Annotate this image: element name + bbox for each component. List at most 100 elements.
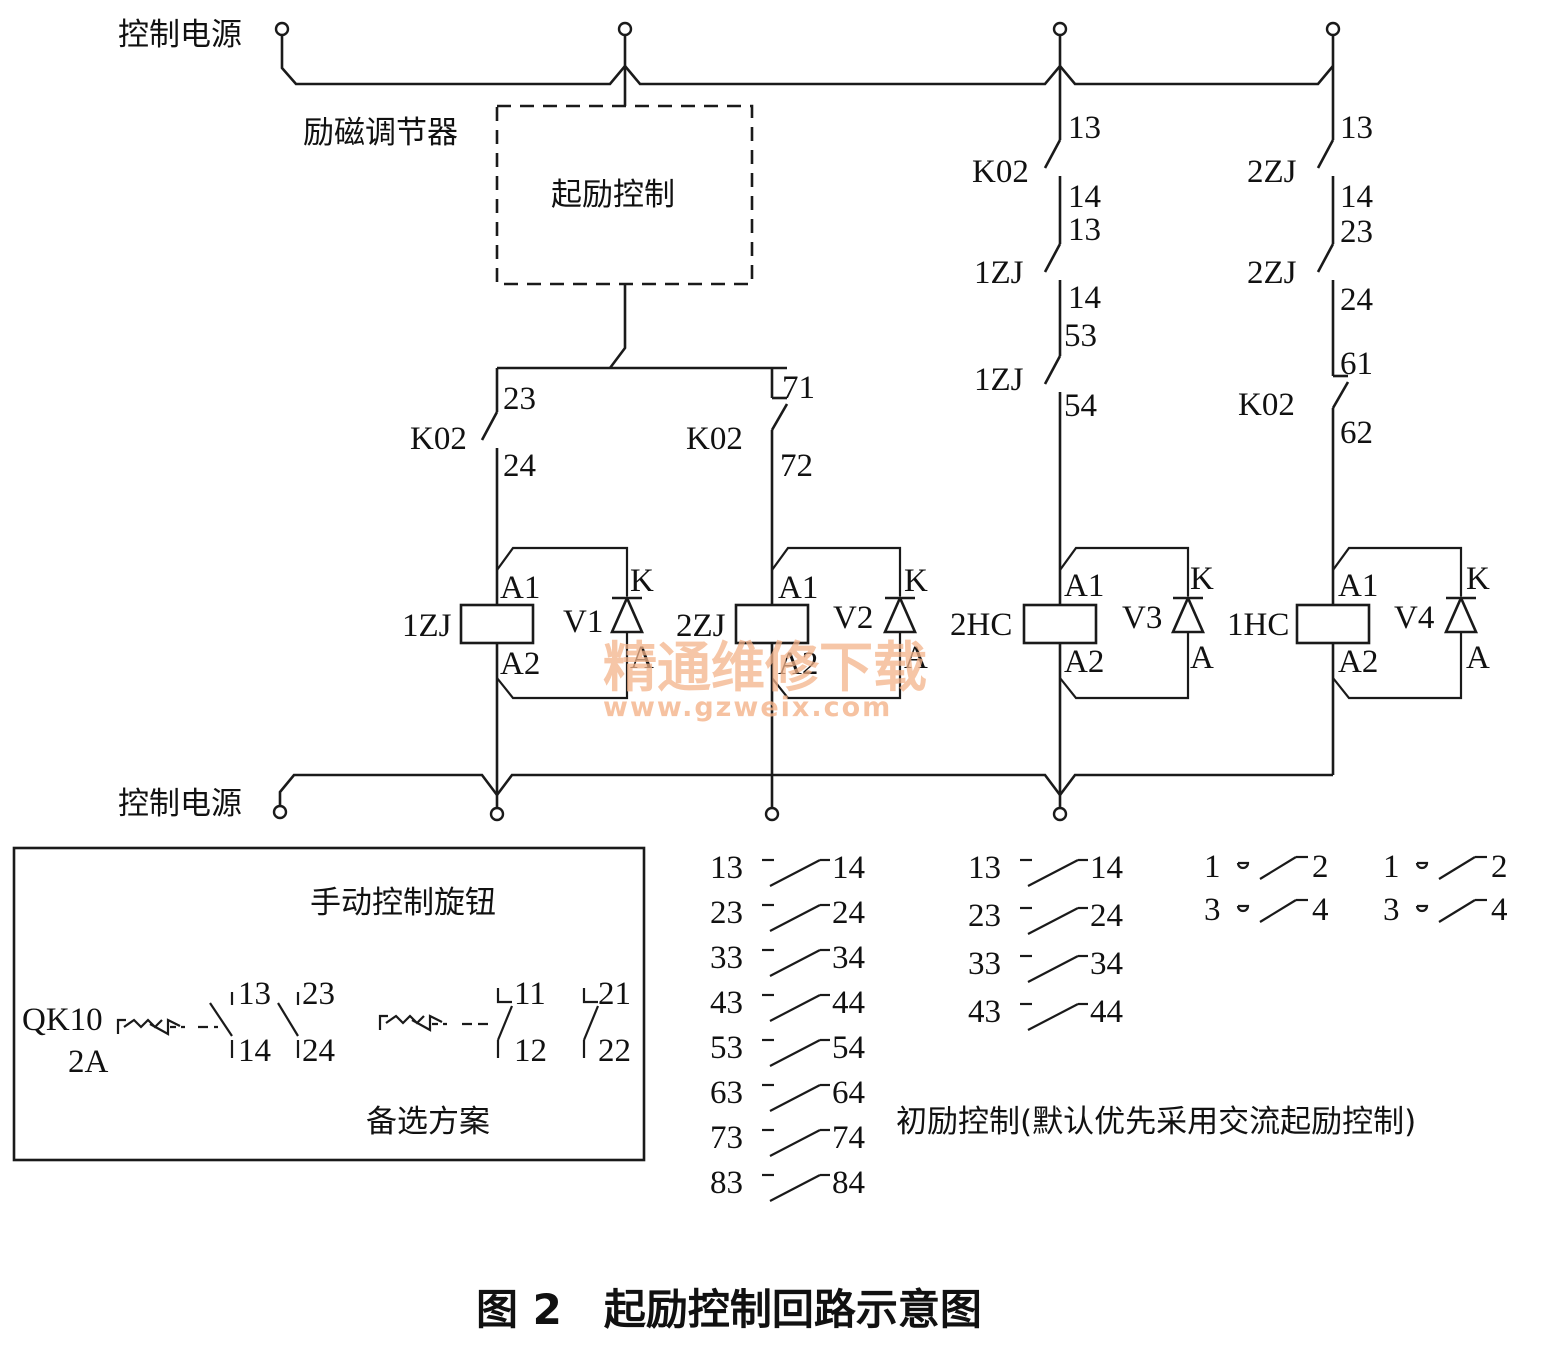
relay-label-2zj: 2ZJ [676,608,726,644]
pin-62: 62 [1340,415,1373,451]
coil-a2: A2 [1064,644,1104,680]
qk-sub-label: 2A [68,1044,109,1080]
terminal-bottom-2 [489,806,505,822]
coil-a1: A1 [500,570,540,606]
coil-a2: A2 [1338,644,1378,680]
legend-pin-left: 83 [710,1165,743,1201]
pin-13: 13 [1340,110,1373,146]
legend-cap-symbol [1415,861,1429,870]
terminal-top-2 [617,21,633,37]
legend-contact-symbol [769,949,821,977]
pin-13: 13 [1068,110,1101,146]
legend-pin-right: 34 [1090,946,1123,982]
diode-label-v1: V1 [563,604,603,640]
contact-label-k02: K02 [972,154,1029,190]
pin-23: 23 [302,976,335,1012]
branch-4: 13 2ZJ 14 23 2ZJ 24 61 K02 62 A1 A2 1HC … [1227,110,1490,775]
coil-a1: A1 [1064,568,1104,604]
legend-pin-left: 23 [968,898,1001,934]
bottom-power-bus: 控制电源 [118,773,1333,822]
legend-contact-row: 83 84 [710,1165,865,1202]
pin-14: 14 [1068,179,1101,215]
legend-pin-right: 64 [832,1075,865,1111]
pin-22: 22 [598,1033,631,1069]
knob-contact-11-12 [496,1005,514,1041]
legend-contact-symbol [769,994,821,1022]
knob-contact-21-22 [582,1005,600,1041]
relay-coil-2hc [1022,603,1098,645]
legend-pin-right: 4 [1491,892,1508,928]
legend-contact-symbol [1027,1003,1079,1031]
branch-2: 71 K02 72 A1 A2 2ZJ V2 K A [676,368,928,808]
legend-pin-left: 63 [710,1075,743,1111]
legend-pin-left: 1 [1383,849,1400,885]
relay-coil-1zj [459,603,535,645]
legend-pin-left: 13 [710,850,743,886]
watermark: 精通维修下载 www.gzweix.com [603,636,927,723]
legend-pin-left: 53 [710,1030,743,1066]
pin-53: 53 [1064,318,1097,354]
legend-pin-left: 33 [710,940,743,976]
legend-contact-symbol [769,904,821,932]
contact-label-1zj: 1ZJ [974,255,1024,291]
legend-cap-symbol [1236,904,1250,913]
contact-2zj-23-24 [1316,243,1335,273]
pin-54: 54 [1064,388,1097,424]
pin-13: 13 [1068,212,1101,248]
pin-24: 24 [1340,282,1373,318]
relay-coil-1hc [1295,603,1371,645]
legend-pin-left: 43 [710,985,743,1021]
legend-contact-symbol [1259,899,1297,923]
legend-pin-right: 84 [832,1165,865,1201]
knob-contact-23-24 [277,1002,299,1037]
terminal-top-4 [1325,21,1341,37]
contact-k02-71-72 [770,403,789,431]
pin-61: 61 [1340,346,1373,382]
coil-a2: A2 [500,646,540,682]
watermark-url: www.gzweix.com [603,692,892,723]
figure-caption: 图 2 起励控制回路示意图 [476,1285,982,1334]
legend-pin-right: 24 [1090,898,1123,934]
legend-pin-left: 1 [1204,849,1221,885]
pin-11: 11 [514,976,546,1012]
knob-symbol-2 [378,1014,425,1030]
diode-v3 [1171,594,1205,634]
diode-label-v2: V2 [833,600,873,636]
diode-anode: A [904,640,928,676]
legend-pin-right: 2 [1312,849,1329,885]
legend-contact-symbol [769,1039,821,1067]
contact-label-1zj: 1ZJ [974,362,1024,398]
contact-1zj-13-14 [1043,243,1062,273]
contact-k02-61-62 [1331,381,1350,409]
legend-cap-symbol [1415,904,1429,913]
terminal-bottom-3 [764,806,780,822]
initial-excitation-note: 初励控制(默认优先采用交流起励控制) [896,1104,1416,1140]
legend-contact-symbol [769,859,821,887]
legend-contact-row: 43 44 [710,985,865,1022]
relay-label-1hc: 1HC [1227,607,1289,643]
diode-label-v3: V3 [1122,600,1162,636]
legend-pin-right: 14 [1090,850,1123,886]
legend-cap-symbol [1236,861,1250,870]
relay-label-2hc: 2HC [950,607,1012,643]
pin-14: 14 [238,1033,271,1069]
legend-contact-symbol [1438,856,1476,880]
pin-23: 23 [503,381,536,417]
legend-contact-symbol [1027,907,1079,935]
legend-pin-left: 3 [1383,892,1400,928]
contact-label-2zj: 2ZJ [1247,154,1297,190]
contact-k02-23-24 [480,411,499,441]
contact-k02-13-14 [1043,139,1062,169]
legend-pin-right: 44 [832,985,865,1021]
